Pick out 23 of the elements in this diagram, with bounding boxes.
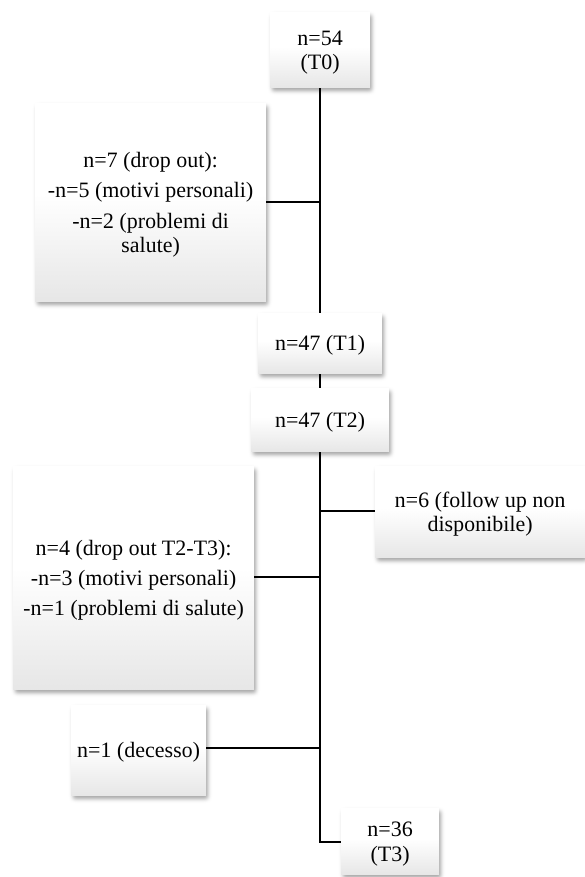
- box-text: n=47 (T1): [275, 331, 365, 356]
- process-box: [270, 12, 370, 88]
- box-text: -n=2 (problemi di salute): [71, 208, 230, 257]
- process-box: [71, 705, 206, 796]
- connector-line: [319, 88, 321, 313]
- process-box: [375, 466, 585, 558]
- process-box: [341, 808, 439, 875]
- process-box: [251, 388, 389, 452]
- box-text: n=4 (drop out T2-T3):: [36, 536, 232, 560]
- box-text: -n=1 (problemi di salute): [23, 596, 244, 620]
- box-text: n=36 (T3): [366, 817, 414, 866]
- box-text: n=7 (drop out):: [83, 148, 218, 172]
- box-text: n=6 (follow up non disponibile): [394, 488, 566, 536]
- box-text: n=1 (decesso): [77, 738, 200, 763]
- process-box: [258, 313, 382, 374]
- connector-line: [319, 452, 341, 843]
- box-text: -n=5 (motivi personali): [48, 178, 254, 202]
- process-box: [35, 103, 266, 302]
- box-text: -n=3 (motivi personali): [30, 566, 236, 590]
- box-text: n=47 (T2): [275, 408, 365, 432]
- process-box: [13, 466, 254, 690]
- connector-line: [319, 374, 321, 388]
- box-text: n=54 (T0): [296, 26, 344, 74]
